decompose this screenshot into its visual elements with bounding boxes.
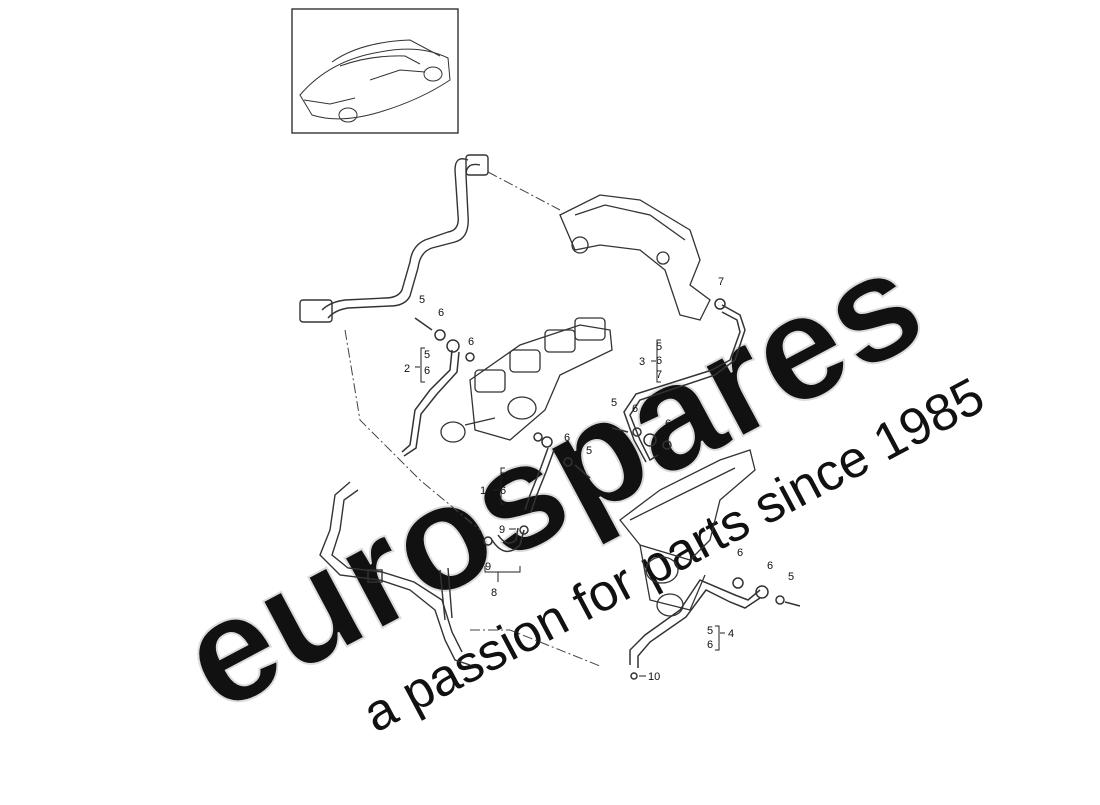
part-label-4: 4 bbox=[728, 628, 734, 640]
coolant-pipe-upper bbox=[299, 154, 489, 323]
part-label-6: 6 bbox=[707, 639, 713, 651]
oil-line-1 bbox=[524, 432, 591, 513]
part-label-10: 10 bbox=[648, 671, 660, 683]
part-label-6: 6 bbox=[737, 547, 743, 559]
turbocharger-right bbox=[619, 449, 756, 617]
part-label-1: 1 bbox=[480, 485, 486, 497]
watermark: eurospares a passion for parts since 198… bbox=[154, 214, 994, 744]
vehicle-thumbnail bbox=[291, 8, 459, 134]
part-label-5: 5 bbox=[424, 349, 430, 361]
turbocharger-left bbox=[440, 317, 613, 443]
part-label-5: 5 bbox=[707, 625, 713, 637]
part-label-5: 5 bbox=[611, 397, 617, 409]
part-label-6: 6 bbox=[424, 365, 430, 377]
part-label-6: 6 bbox=[767, 560, 773, 572]
part-label-5: 5 bbox=[656, 341, 662, 353]
coolant-hose-lower bbox=[319, 481, 471, 666]
part-label-6: 6 bbox=[564, 432, 570, 444]
part-label-5: 5 bbox=[788, 571, 794, 583]
oil-line-4 bbox=[629, 577, 801, 680]
leader-lines bbox=[344, 171, 601, 667]
label-brackets bbox=[420, 339, 720, 651]
part-label-6: 6 bbox=[656, 355, 662, 367]
part-labels: 1 2 3 4 8 10 5 6 6 5 6 5 6 7 7 5 6 6 5 6… bbox=[404, 276, 794, 683]
label-leaders bbox=[415, 360, 725, 677]
part-label-6: 6 bbox=[468, 336, 474, 348]
part-label-2: 2 bbox=[404, 363, 410, 375]
part-label-6: 6 bbox=[500, 485, 506, 497]
part-label-6: 6 bbox=[438, 307, 444, 319]
part-label-6: 6 bbox=[665, 418, 671, 430]
oil-line-2 bbox=[401, 317, 475, 457]
part-label-7: 7 bbox=[718, 276, 724, 288]
part-label-5: 5 bbox=[586, 445, 592, 457]
hose-8 bbox=[483, 525, 529, 553]
part-label-3: 3 bbox=[639, 356, 645, 368]
part-label-5: 5 bbox=[419, 294, 425, 306]
part-label-8: 8 bbox=[491, 587, 497, 599]
exhaust-manifold-upper bbox=[559, 194, 711, 321]
part-label-5: 5 bbox=[500, 471, 506, 483]
oil-line-3 bbox=[611, 298, 746, 463]
part-label-9: 9 bbox=[485, 561, 491, 573]
part-label-6: 6 bbox=[632, 403, 638, 415]
part-label-7: 7 bbox=[656, 369, 662, 381]
part-label-9: 9 bbox=[499, 524, 505, 536]
